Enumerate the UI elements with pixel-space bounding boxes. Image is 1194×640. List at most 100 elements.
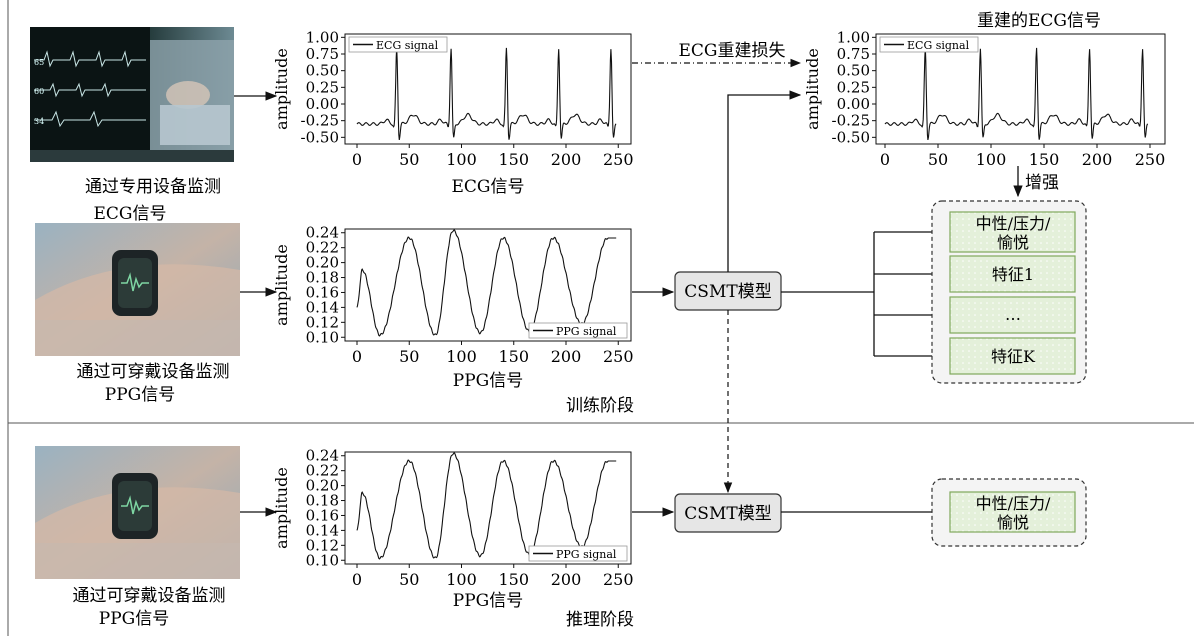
ppg_input-ytick-label-5: 0.14 [306,298,339,316]
ecg-loss-label: ECG重建损失 [679,41,786,61]
ecg_reconstructed-ytick-label-3: 0.25 [837,78,870,96]
inference-ppg-plot-caption: PPG信号 [453,591,523,611]
ppg_input-legend-label: PPG signal [556,325,617,338]
ecg_input-ytick-label-3: 0.25 [306,78,339,96]
csmt-model-training: CSMT模型 [674,271,782,311]
ecg_reconstructed-xtick-label-5: 250 [1135,150,1166,169]
ppg_inference-ytick-label-6: 0.12 [306,536,339,554]
csmt-model-inference: CSMT模型 [674,493,782,533]
ecg-plot-caption: ECG信号 [452,177,525,197]
ecg_reconstructed-xtick-label-0: 0 [880,150,890,169]
ecg_input-plot-frame [344,33,632,145]
ecg_input-xtick-label-4: 200 [551,150,582,169]
inference-stage-label: 推理阶段 [566,610,634,630]
ppg_inference-ytick-label-7: 0.10 [306,551,339,569]
ecg_input-ytick-label-4: 0.00 [306,95,339,113]
training-stage-label: 训练阶段 [566,396,634,416]
output-box-line-1: 中性/压力/ [976,494,1051,513]
ecg_input-legend-label: ECG signal [376,39,439,52]
ecg_input-xtick-label-5: 250 [603,150,634,169]
ecg_reconstructed-ytick-label-1: 0.75 [837,45,870,63]
ecg-device-caption-1: 通过专用设备监测 [85,177,221,197]
ppg_input-series-line [356,229,617,337]
ppg_inference-xtick-label-1: 50 [399,570,419,589]
ecg_input-xtick-label-0: 0 [352,150,362,169]
ecg_reconstructed-ytick-label-5: -0.25 [832,112,870,130]
ppg_input-ytick-label-4: 0.16 [306,283,339,301]
ecg_reconstructed-ytick-label-6: -0.50 [832,128,870,146]
ppg_inference-xtick-label-5: 250 [603,570,634,589]
ppg-device-caption-1: 通过可穿戴设备监测 [77,362,230,382]
ppg_inference-legend-box [528,545,628,562]
ppg_input-legend-box [528,322,628,339]
ecg_input-xtick-label-1: 50 [399,150,419,169]
ppg_input-xtick-label-2: 100 [446,347,477,366]
ppg-device-caption-2: PPG信号 [105,385,175,405]
ecg_input-legend-box [348,36,448,53]
ecg-device-caption-2: ECG信号 [94,204,167,224]
output-box-line-2: 愉悦 [997,513,1029,532]
ecg_input-xtick-label-3: 150 [498,150,529,169]
ecg_reconstructed-legend-box [879,36,979,53]
ecg_input-ytick-label-2: 0.50 [306,62,339,80]
reconstructed-title: 重建的ECG信号 [977,11,1101,31]
ecg_input-ytick-label-5: -0.25 [301,112,339,130]
feature-box-3-label: 特征K [991,347,1036,366]
feature-box-1-label: 特征1 [992,265,1034,284]
ppg_inference-ytick-label-1: 0.22 [306,462,339,480]
ppg_input-xtick-label-0: 0 [352,347,362,366]
ecg_input-xtick-label-2: 100 [446,150,477,169]
inference-device-caption-2: PPG信号 [99,609,169,629]
ecg_reconstructed-xtick-label-2: 100 [976,150,1007,169]
ppg_inference-ytick-label-0: 0.24 [306,447,339,465]
ecg_reconstructed-plot-frame [875,33,1166,145]
ppg_input-ylabel: amplitude [272,244,291,326]
wearable-photo-training [35,223,240,356]
ppg_input-xtick-label-4: 200 [551,347,582,366]
feature-box-2: … [949,296,1076,334]
ecg_reconstructed-series-line [884,47,1148,141]
csmt-model-training-label: CSMT模型 [684,282,771,302]
ppg_inference-ytick-label-2: 0.20 [306,477,339,495]
ecg_input-ytick-label-6: -0.50 [301,128,339,146]
ppg_inference-xtick-label-4: 200 [551,570,582,589]
ppg_input-ytick-label-0: 0.24 [306,224,339,242]
ppg_inference-xtick-label-0: 0 [352,570,362,589]
ecg_input-series-line [356,47,617,140]
feature-box-3: 特征K [949,337,1076,375]
arrow-model-to-reconstruction [727,90,802,272]
ppg_input-plot-frame [344,228,632,342]
feature-box-0-line-2: 愉悦 [997,233,1029,252]
ecg_reconstructed-ytick-label-0: 1.00 [837,28,870,46]
monitor-readout-3: 34 [34,117,44,126]
ecg_reconstructed-xtick-label-4: 200 [1082,150,1113,169]
ppg_input-ytick-label-7: 0.10 [306,328,339,346]
output-box: 中性/压力/ 愉悦 [949,491,1076,533]
ecg_input-ytick-label-1: 0.75 [306,45,339,63]
feature-box-0-line-1: 中性/压力/ [976,214,1051,233]
ecg_reconstructed-ytick-label-2: 0.50 [837,62,870,80]
enhance-label: 增强 [1025,173,1059,193]
ppg_input-xtick-label-1: 50 [399,347,419,366]
ppg_inference-ytick-label-3: 0.18 [306,492,339,510]
ecg-monitor-photo: 65 60 34 [30,27,234,162]
ppg_inference-ytick-label-4: 0.16 [306,506,339,524]
feature-box-2-label: … [1005,305,1021,324]
ppg_input-xtick-label-5: 250 [603,347,634,366]
wearable-photo-inference [35,446,240,579]
ecg_reconstructed-xtick-label-3: 150 [1029,150,1060,169]
ppg_input-ytick-label-3: 0.18 [306,269,339,287]
ppg_inference-ytick-label-5: 0.14 [306,521,339,539]
monitor-readout-2: 60 [34,87,44,96]
ecg_reconstructed-xtick-label-1: 50 [928,150,948,169]
ppg_inference-series-line [356,452,617,560]
feature-box-1: 特征1 [949,255,1076,293]
ecg_input-ylabel: amplitude [272,48,291,130]
ppg_input-ytick-label-2: 0.20 [306,254,339,272]
